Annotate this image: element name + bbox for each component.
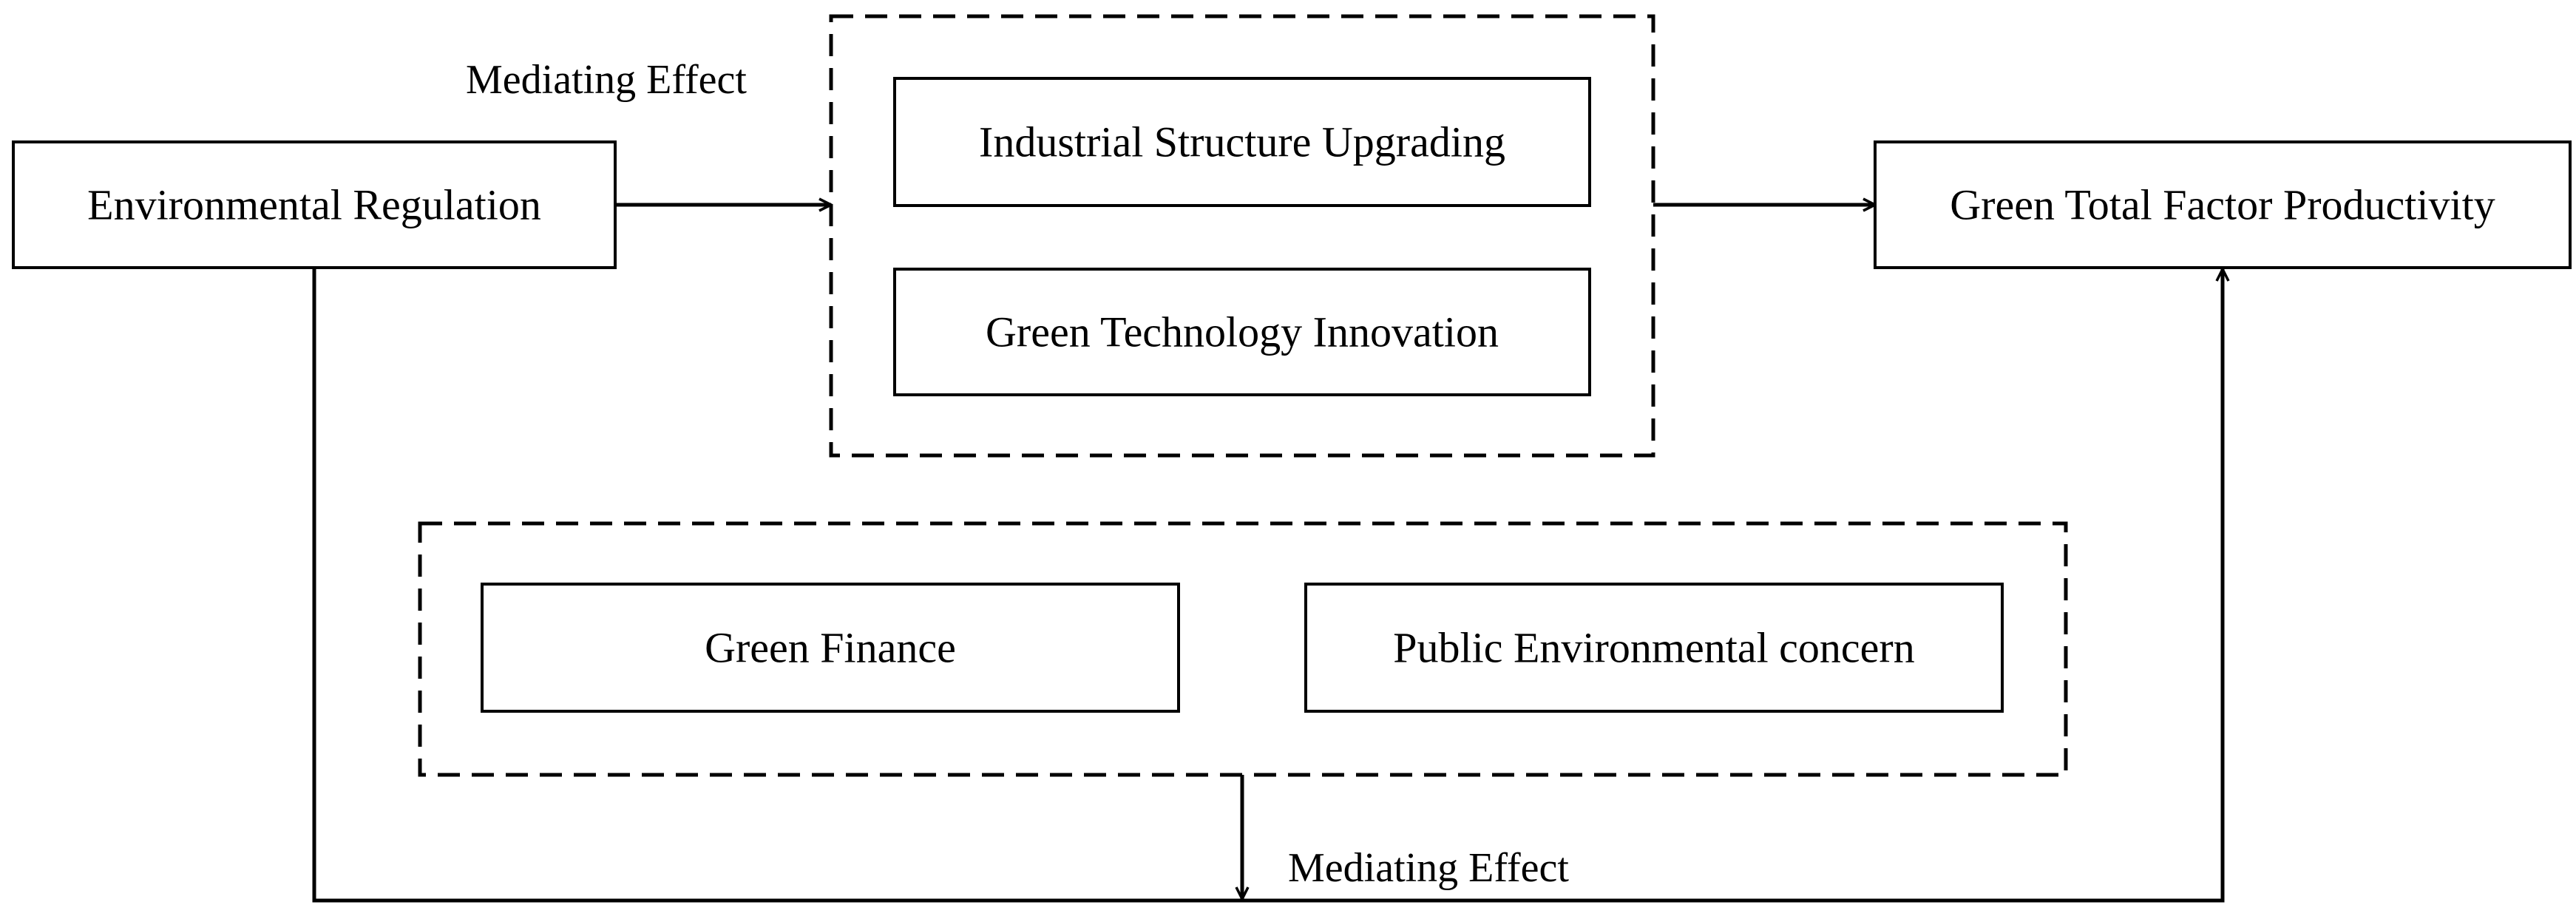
public-environmental-concern-label: Public Environmental concern — [1393, 624, 1914, 672]
bottom-mediating-label: Mediating Effect — [1288, 845, 1569, 891]
top-mediating-label: Mediating Effect — [466, 57, 747, 103]
green-finance-label: Green Finance — [705, 624, 956, 672]
environmental-regulation-label: Environmental Regulation — [87, 181, 541, 229]
green-tfp-box — [1874, 140, 2572, 269]
public-environmental-concern-box — [1304, 583, 2004, 713]
bottom-path-source-to-target — [312, 268, 2223, 903]
top-mediating-group — [829, 14, 1655, 458]
green-tfp-label: Green Total Factor Productivity — [1950, 181, 2495, 229]
industrial-structure-upgrading-label: Industrial Structure Upgrading — [979, 118, 1505, 166]
green-technology-innovation-label: Green Technology Innovation — [986, 308, 1499, 356]
green-technology-innovation-box — [893, 268, 1591, 396]
bottom-mediating-group — [418, 521, 2068, 777]
industrial-structure-upgrading-box — [893, 77, 1591, 207]
green-finance-box — [481, 583, 1180, 713]
